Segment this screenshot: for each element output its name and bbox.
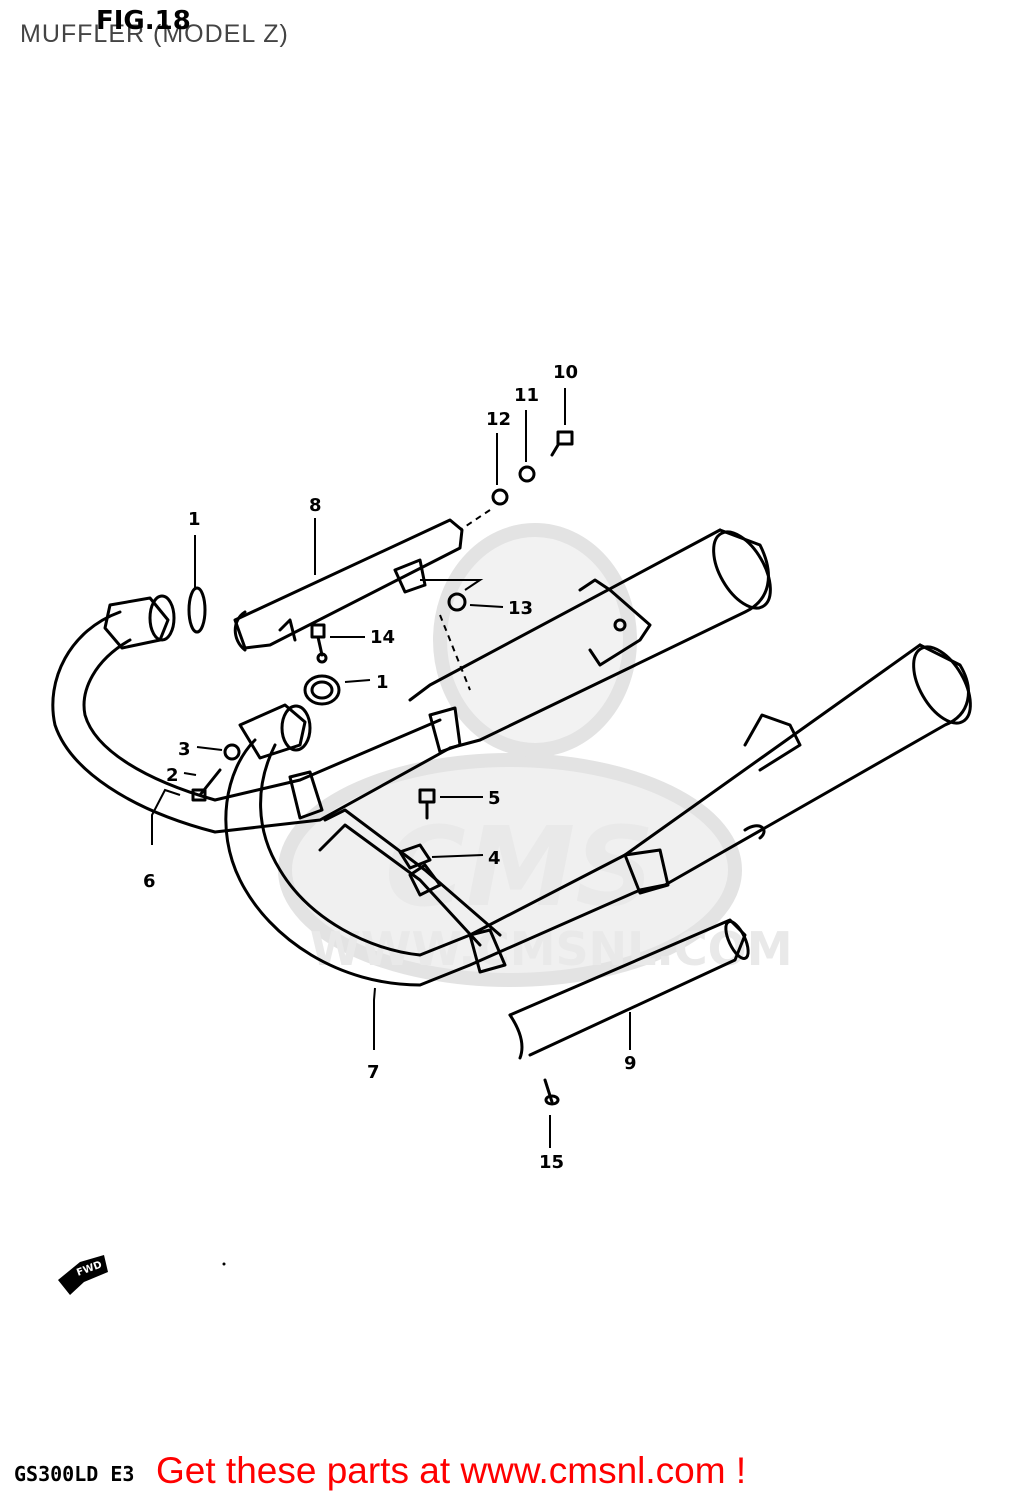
screw-15 <box>543 1078 560 1106</box>
clamp-4 <box>398 843 432 870</box>
fwd-direction-arrow: FWD <box>58 1255 226 1295</box>
callout-14: 14 <box>370 627 395 648</box>
callout-13: 13 <box>508 598 533 619</box>
callout-12: 12 <box>486 409 511 430</box>
callout-9: 9 <box>624 1053 637 1074</box>
exhaust-clamp-front <box>238 703 312 760</box>
callout-5: 5 <box>488 788 501 809</box>
upper-muffler <box>408 528 772 754</box>
bolt-5 <box>418 788 436 820</box>
bolt-10 <box>550 430 574 457</box>
exhaust-pipe-front <box>224 738 642 987</box>
gasket-1-lower-inner <box>310 680 334 700</box>
callout-3: 3 <box>178 739 191 760</box>
callout-7: 7 <box>367 1062 380 1083</box>
exploded-parts-diagram: CMS WWW.CMSNL.COM <box>51 362 972 1295</box>
callout-labels: 1 1 2 3 4 5 6 7 8 9 10 11 12 13 14 15 <box>143 362 637 1173</box>
leader-lines <box>151 388 631 1148</box>
washer-13 <box>447 592 467 612</box>
callout-1-upper: 1 <box>188 509 201 530</box>
gasket-1-lower <box>303 674 341 706</box>
callout-4: 4 <box>488 848 501 869</box>
exhaust-pipe-left <box>51 610 452 834</box>
model-code: GS300LD E3 <box>14 1462 135 1486</box>
callout-15: 15 <box>539 1152 564 1173</box>
washer-12 <box>491 488 509 506</box>
heat-shield-lower <box>508 918 750 1060</box>
page-title: MUFFLER (MODEL Z) <box>20 20 289 48</box>
bolt-14 <box>310 623 328 664</box>
callout-8: 8 <box>309 495 322 516</box>
callout-6: 6 <box>143 871 156 892</box>
callout-11: 11 <box>514 385 539 406</box>
exhaust-clamp-left <box>103 594 176 650</box>
callout-2: 2 <box>166 765 179 786</box>
heat-shield-upper <box>233 518 464 652</box>
bolt-2 <box>191 768 222 802</box>
washer-3 <box>223 743 241 761</box>
figure-label: FIG.18 <box>96 6 191 36</box>
nut-11 <box>518 465 536 483</box>
callout-1-lower: 1 <box>376 672 389 693</box>
gasket-1-upper <box>187 586 207 634</box>
parts-link[interactable]: Get these parts at www.cmsnl.com ! <box>156 1450 747 1491</box>
callout-10: 10 <box>553 362 578 383</box>
lower-muffler <box>623 643 972 895</box>
